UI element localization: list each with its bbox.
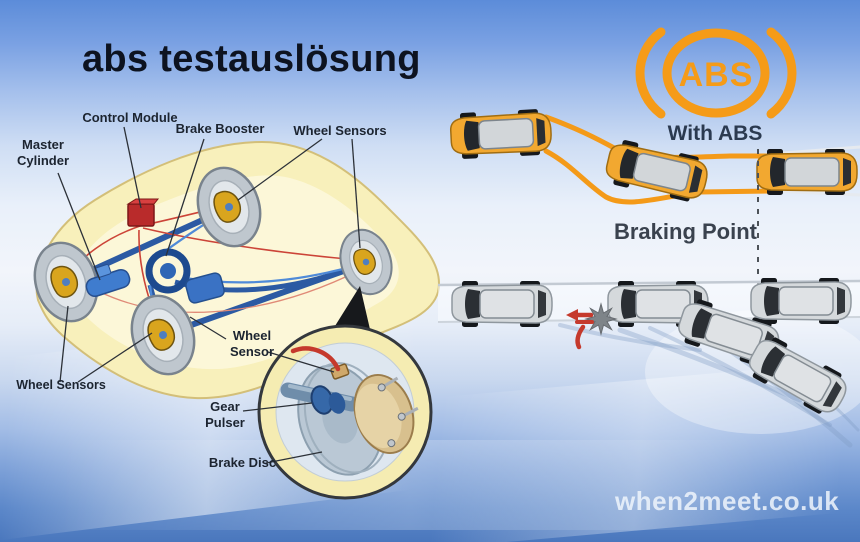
- abs-lamp-label: ABS: [679, 56, 754, 94]
- chassis-illustration: [23, 126, 441, 500]
- label-wheel-sensors-bottom: Wheel Sensors: [16, 378, 106, 392]
- page-title: abs testauslösung: [82, 38, 421, 80]
- braking-point-label: Braking Point: [613, 219, 757, 244]
- label-brake-booster: Brake Booster: [175, 121, 265, 136]
- master-cylinder-part: [85, 264, 131, 298]
- label-control-module: Control Module: [82, 110, 178, 125]
- label-wheel-sensors-top: Wheel Sensors: [293, 123, 387, 138]
- magnifier-inset: [257, 324, 433, 500]
- impact-arrow-icon: [566, 309, 594, 350]
- no-abs-car-1: [451, 280, 553, 328]
- callout-lines: [57, 126, 361, 464]
- with-abs-car-1: [449, 107, 553, 161]
- with-abs-car-3: [756, 148, 858, 196]
- no-abs-car-3: [750, 277, 852, 325]
- label-wheel-sensor: Wheel Sensor: [229, 328, 275, 359]
- label-brake-disc: Brake Disc: [208, 455, 277, 470]
- label-master-cylinder: Master Cylinder: [16, 137, 69, 168]
- control-module-part: [126, 198, 160, 227]
- abs-hydraulic-unit: [185, 272, 225, 304]
- label-gear-pulser: Gear Pulser: [205, 399, 245, 430]
- abs-warning-lamp-icon: ABS: [635, 27, 797, 119]
- with-abs-label: With ABS: [667, 122, 763, 145]
- hub-drum: [353, 373, 419, 455]
- watermark: when2meet.co.uk: [615, 486, 840, 516]
- sensor-wire-red: [290, 346, 341, 372]
- brake-booster-part: [145, 248, 191, 294]
- crash-star-icon: [584, 302, 618, 336]
- with-abs-car-2: [602, 136, 712, 206]
